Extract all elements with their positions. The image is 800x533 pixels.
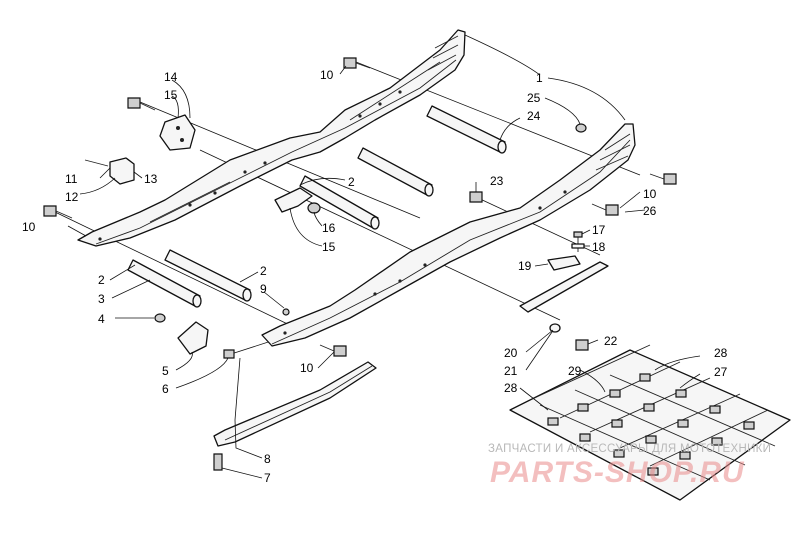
callout-4: 4 <box>98 312 105 326</box>
callout-28: 28 <box>504 381 518 395</box>
callout-23: 23 <box>490 174 504 188</box>
callout-21: 21 <box>504 364 518 378</box>
callout-17: 17 <box>592 223 606 237</box>
callout-6: 6 <box>162 382 169 396</box>
callout-24: 24 <box>527 109 541 123</box>
left-slide-rail <box>77 29 466 247</box>
callout-16: 16 <box>322 221 336 235</box>
cross-shafts <box>127 105 507 308</box>
callout-10: 10 <box>22 220 36 234</box>
callout-15: 15 <box>322 240 336 254</box>
hardware <box>43 57 677 359</box>
wear-strip <box>213 361 377 471</box>
callout-11: 11 <box>65 172 78 186</box>
callout-2: 2 <box>348 175 355 189</box>
callout-27: 27 <box>714 365 728 379</box>
callout-10: 10 <box>643 187 657 201</box>
callout-28: 28 <box>714 346 728 360</box>
callout-9: 9 <box>260 282 267 296</box>
watermark-brand: PARTS-SHOP.RU <box>490 456 745 489</box>
callout-1: 1 <box>536 71 543 85</box>
callout-2: 2 <box>260 264 267 278</box>
callout-20: 20 <box>504 346 518 360</box>
callout-10: 10 <box>320 68 334 82</box>
callout-3: 3 <box>98 292 105 306</box>
track <box>509 344 791 501</box>
callout-15: 15 <box>164 88 178 102</box>
callout-19: 19 <box>518 259 532 273</box>
callout-29: 29 <box>568 364 582 378</box>
callout-26: 26 <box>643 204 657 218</box>
callout-12: 12 <box>65 190 79 204</box>
watermark: ЗАПЧАСТИ И АКСЕССУАРЫ ДЛЯ МОТОТЕХНИКИ PA… <box>488 443 771 489</box>
callout-18: 18 <box>592 240 606 254</box>
callout-8: 8 <box>264 452 271 466</box>
callout-labels: 1 25 24 10 14 15 11 12 13 10 2 16 15 23 … <box>22 68 728 485</box>
callout-2: 2 <box>98 273 105 287</box>
right-slide-rail <box>261 123 636 347</box>
callout-leaders <box>67 65 701 479</box>
callout-25: 25 <box>527 91 541 105</box>
callout-7: 7 <box>264 471 271 485</box>
callout-5: 5 <box>162 364 169 378</box>
watermark-tagline: ЗАПЧАСТИ И АКСЕССУАРЫ ДЛЯ МОТОТЕХНИКИ <box>488 443 771 455</box>
callout-13: 13 <box>144 172 158 186</box>
callout-22: 22 <box>604 334 618 348</box>
callout-10: 10 <box>300 361 314 375</box>
track-lugs <box>547 373 755 476</box>
callout-14: 14 <box>164 70 178 84</box>
